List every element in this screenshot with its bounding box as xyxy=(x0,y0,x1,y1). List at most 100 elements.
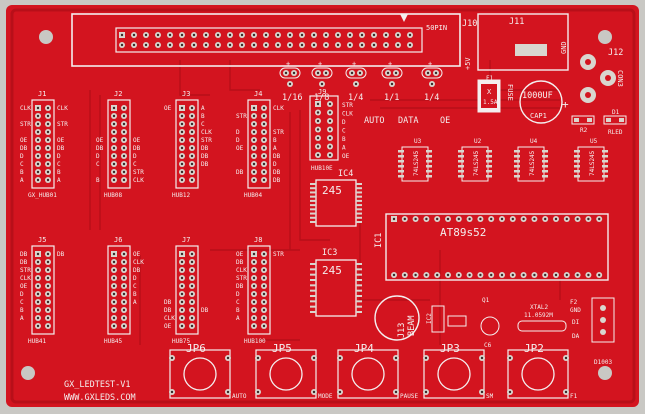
ic-leg xyxy=(310,289,316,292)
pad-hole xyxy=(170,390,174,394)
ic-pin xyxy=(426,155,432,158)
hub-pin-label: B xyxy=(96,177,100,184)
jumper-plus: + xyxy=(428,60,432,68)
hub-pin-label: B xyxy=(273,137,277,144)
pad-hole xyxy=(168,43,172,47)
ic1-body xyxy=(385,213,609,281)
d1-footprint xyxy=(603,115,627,125)
pad-hole xyxy=(408,33,412,37)
jumper-row: +1/16+1/8+1/4+1/1+1/4 xyxy=(279,60,443,103)
hub-pin-label: DB xyxy=(201,307,209,314)
pad-hole xyxy=(446,273,450,277)
button-outline xyxy=(169,349,231,399)
ic-pin xyxy=(398,160,404,163)
jumper-label: 1/4 xyxy=(424,93,439,103)
pad-hole xyxy=(240,33,244,37)
pad-hole xyxy=(190,138,194,142)
pad-hole xyxy=(46,122,50,126)
pad-hole xyxy=(168,33,172,37)
pad-hole xyxy=(112,114,116,118)
pad-hole xyxy=(112,276,116,280)
pad-hole xyxy=(112,284,116,288)
pad-hole xyxy=(122,146,126,150)
ic4-ref: IC4 xyxy=(338,169,353,179)
pad-hole xyxy=(122,154,126,158)
xtal-value: 11.0592M xyxy=(524,312,553,319)
hub-pin-label: C xyxy=(57,161,61,168)
pad-hole xyxy=(508,390,512,394)
hub-name: HUB12 xyxy=(172,192,190,199)
hub-pin-label: STR xyxy=(273,251,284,258)
pad-hole xyxy=(46,260,50,264)
jumper-plus: + xyxy=(318,60,322,68)
hub-pin-label: CLK xyxy=(201,129,212,136)
pad-hole xyxy=(262,308,266,312)
hub-outline xyxy=(247,245,271,335)
pad-hole xyxy=(312,390,316,394)
jumper-plus: + xyxy=(286,60,290,68)
pad-hole xyxy=(122,276,126,280)
pad-hole xyxy=(46,316,50,320)
ic-leg xyxy=(356,221,362,223)
q1-footprint xyxy=(480,316,500,336)
pad-hole xyxy=(190,122,194,126)
r2-pad xyxy=(587,118,592,122)
hub-pin-label: STR xyxy=(57,121,68,128)
pad-hole xyxy=(228,33,232,37)
pad-hole xyxy=(360,43,364,47)
led-label: RLED xyxy=(608,129,623,136)
pad-hole xyxy=(122,324,126,328)
hub-pin-label: C xyxy=(133,161,137,168)
j10-pin1-marker xyxy=(400,14,408,22)
pad-hole xyxy=(252,316,256,320)
ic1-part: AT89s52 xyxy=(440,226,486,239)
jumper-label: 1/4 xyxy=(348,93,363,103)
hub-pin-label: STR xyxy=(20,267,31,274)
pad-hole xyxy=(394,356,398,360)
hub-name: HUB41 xyxy=(28,338,46,345)
pad-hole xyxy=(587,273,590,277)
ic3: IC3 245 xyxy=(310,248,362,317)
j9-pin-label: D xyxy=(342,119,346,126)
j10-inner xyxy=(115,27,423,53)
pad-hole xyxy=(348,33,352,37)
pad-hole xyxy=(262,276,266,280)
pad-hole xyxy=(122,268,126,272)
pad-hole xyxy=(122,106,126,110)
d1-pad xyxy=(619,118,624,122)
pad-hole xyxy=(190,292,194,296)
pad-hole xyxy=(46,138,50,142)
pad-hole xyxy=(511,217,514,221)
button-caption: SM xyxy=(486,393,494,400)
button-ref: JP2 xyxy=(524,342,544,355)
ic1-pins xyxy=(391,216,603,278)
pad-hole xyxy=(372,43,376,47)
ic-pin xyxy=(602,175,608,178)
cap1-plus: + xyxy=(562,98,569,111)
hub-pin-label: D xyxy=(20,291,24,298)
pad-hole xyxy=(252,292,256,296)
pad-hole xyxy=(336,33,340,37)
hub-pin-label: DB xyxy=(236,283,244,290)
ic-leg xyxy=(356,273,362,276)
pad-hole xyxy=(252,43,256,47)
pad-hole xyxy=(36,260,40,264)
ic3-body xyxy=(315,259,357,317)
ic-pin xyxy=(542,160,548,163)
pad-hole xyxy=(316,136,320,140)
j9-pin-label: A xyxy=(342,145,346,152)
pad-hole xyxy=(328,153,332,157)
pad-hole xyxy=(252,308,256,312)
pad-hole xyxy=(262,324,266,328)
ic-leg xyxy=(310,263,316,265)
hub-pin-label: B xyxy=(20,169,24,176)
hub-pin-label: A xyxy=(133,299,137,306)
hub-pin-label: DB xyxy=(273,169,281,176)
indicator-data: DATA xyxy=(398,116,418,126)
j9-pin-label: C xyxy=(342,128,346,135)
pad-hole xyxy=(533,217,536,221)
hub-pin-label: DB xyxy=(273,177,281,184)
hub-pin-label: DB xyxy=(20,259,28,266)
